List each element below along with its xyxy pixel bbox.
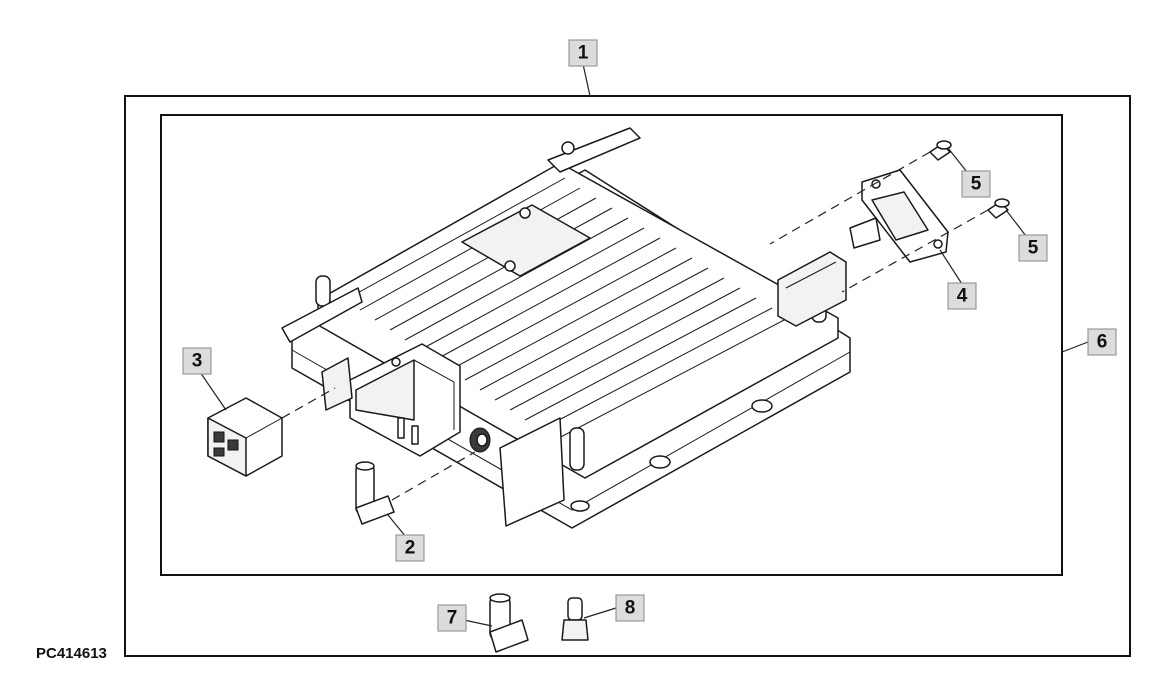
callout-7: 7	[437, 604, 467, 632]
leader-6	[1061, 341, 1089, 353]
svg-text:5: 5	[971, 174, 982, 195]
round-port	[469, 427, 491, 453]
dash-line-3	[281, 387, 336, 419]
callout-1: 1	[568, 39, 598, 67]
figure-id-label: PC414613	[36, 645, 107, 662]
leader-8	[583, 607, 617, 619]
screw-upper	[929, 140, 952, 161]
leader-3	[199, 371, 227, 411]
kit-outer-frame	[124, 95, 1131, 657]
callout-2: 2	[395, 534, 425, 562]
callout-8: 8	[615, 594, 645, 622]
leader-5b	[1005, 209, 1027, 237]
callout-6: 6	[1087, 328, 1117, 356]
leader-4	[939, 249, 963, 285]
dash-line-5a	[769, 151, 931, 245]
dash-line-2	[391, 451, 476, 501]
leader-7	[463, 619, 493, 627]
main-connector-header	[321, 343, 461, 457]
kit-elbow-fitting	[489, 593, 529, 653]
svg-text:4: 4	[957, 286, 968, 307]
leader-1	[582, 63, 591, 97]
svg-text:3: 3	[192, 351, 203, 372]
callout-4: 4	[947, 282, 977, 310]
kit-straight-fitting	[561, 597, 589, 641]
callout-3: 3	[182, 347, 212, 375]
leader-5a	[947, 147, 968, 173]
callout-5-lower: 5	[1018, 234, 1048, 262]
callout-5-upper: 5	[961, 170, 991, 198]
dash-line-5b	[841, 209, 989, 293]
svg-text:8: 8	[625, 598, 636, 619]
screw-lower	[987, 198, 1010, 219]
assembly-inner-frame	[160, 114, 1063, 576]
svg-text:6: 6	[1097, 332, 1108, 353]
svg-text:5: 5	[1028, 238, 1039, 259]
flanged-connector	[849, 169, 949, 263]
svg-text:7: 7	[447, 608, 458, 629]
connector-plug	[207, 397, 283, 477]
svg-text:1: 1	[578, 43, 589, 64]
leader-2	[387, 514, 407, 538]
svg-text:2: 2	[405, 538, 416, 559]
elbow-fitting	[355, 461, 395, 525]
